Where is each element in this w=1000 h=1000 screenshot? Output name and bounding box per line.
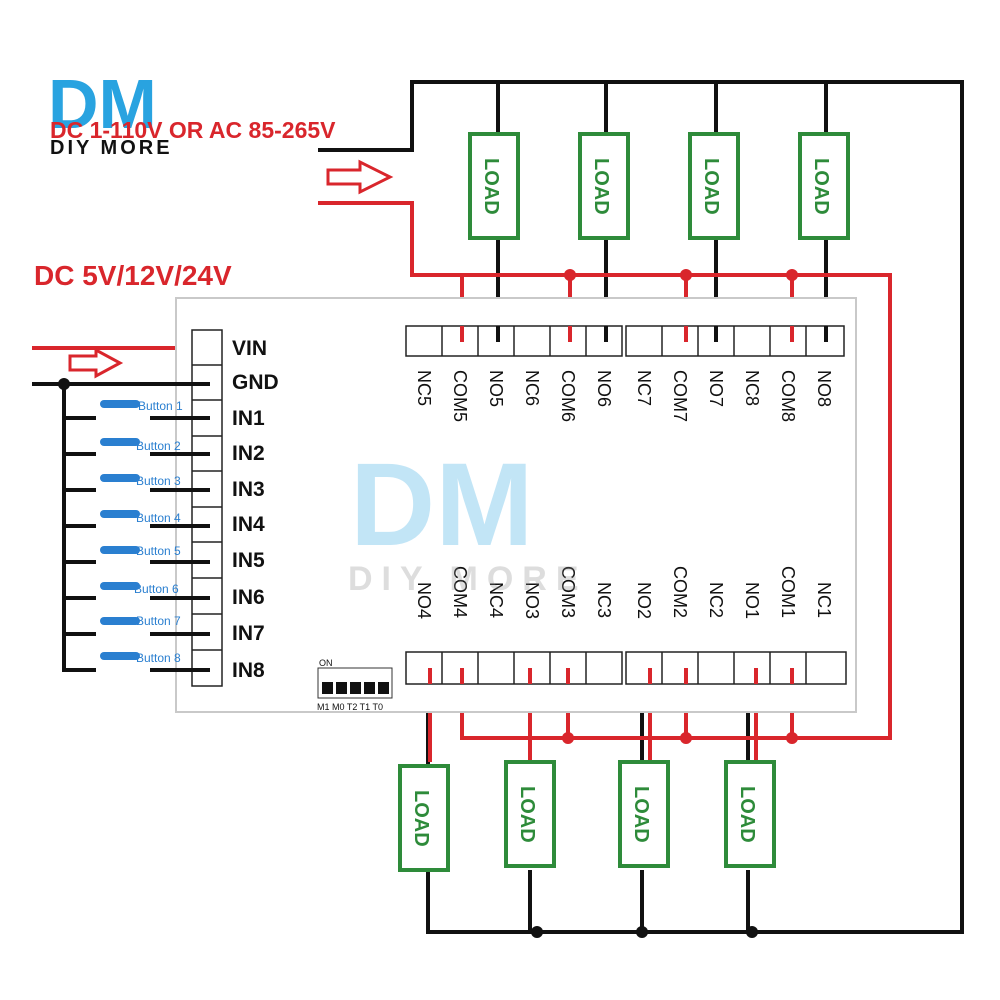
terminal-label-nc2: NC2 [706,582,726,618]
button-label-5: Button 5 [136,544,181,558]
logo-subtitle: DIY MORE [50,137,173,159]
terminal-label-no5: NO5 [486,370,506,407]
load-supply-label: DC 1-110V OR AC 85-265V [50,117,336,143]
pin-label-in1: IN1 [232,407,265,430]
terminal-label-com6: COM6 [558,370,578,422]
load-bottom-1: LOAD [724,760,776,868]
svg-text:LOAD: LOAD [700,158,722,215]
watermark-subtitle: DIY MORE [348,560,588,598]
button-ladder [32,382,210,672]
terminal-label-nc3: NC3 [594,582,614,618]
terminal-label-no6: NO6 [594,370,614,407]
module-supply-label: DC 5V/12V/24V [34,260,232,291]
button-label-3: Button 3 [136,474,181,488]
logo-letters: DM [48,65,157,143]
input-terminal-block [191,329,223,687]
hot-junctions [562,269,798,744]
dip-switch-labels: M1 M0 T2 T1 T0 [317,702,383,712]
button-label-1: Button 1 [138,399,183,413]
terminal-label-nc8: NC8 [742,370,762,406]
button-label-2: Button 2 [136,439,181,453]
terminal-label-com4: COM4 [450,566,470,618]
terminal-label-nc5: NC5 [414,370,434,406]
bottom-wire-stubs [428,668,794,684]
terminal-label-no1: NO1 [742,582,762,619]
terminal-label-nc7: NC7 [634,370,654,406]
top-terminal-block [405,325,845,357]
terminal-label-com3: COM3 [558,566,578,618]
module-power-arrow [68,347,124,379]
load-bottom-2: LOAD [618,760,670,868]
load-top-6: LOAD [578,132,630,240]
pin-label-vin: VIN [232,337,267,360]
terminal-label-com5: COM5 [450,370,470,422]
pin-label-in6: IN6 [232,586,265,609]
svg-text:LOAD: LOAD [630,786,652,843]
dip-switch: ON M1 M0 T2 T1 T0 [317,658,393,712]
pin-label-in2: IN2 [232,442,265,465]
terminal-label-nc4: NC4 [486,582,506,618]
return-junctions [531,926,758,938]
pin-label-in5: IN5 [232,549,265,572]
terminal-label-no7: NO7 [706,370,726,407]
relay-board [175,297,857,713]
terminal-label-no4: NO4 [414,582,434,619]
terminal-label-com8: COM8 [778,370,798,422]
terminal-label-com2: COM2 [670,566,690,618]
watermark-letters: DM [350,439,534,571]
pin-label-gnd: GND [232,371,279,394]
input-pin-labels: VIN GND IN1 IN2 IN3 IN4 IN5 IN6 IN7 IN8 [232,337,279,682]
terminal-label-nc6: NC6 [522,370,542,406]
svg-text:LOAD: LOAD [480,158,502,215]
load-top-7: LOAD [688,132,740,240]
button-label-6: Button 6 [134,582,179,596]
gnd-junction [58,378,70,390]
svg-text:LOAD: LOAD [410,790,432,847]
svg-text:LOAD: LOAD [810,158,832,215]
brand-logo: DM DIY MORE [48,65,173,159]
terminal-label-nc1: NC1 [814,582,834,618]
button-caps [100,400,140,660]
bottom-terminal-block [405,651,847,685]
top-terminal-labels: NC5 COM5 NO5 NC6 COM6 NO6 NC7 COM7 NO7 N… [414,370,834,422]
svg-text:LOAD: LOAD [516,786,538,843]
dip-on-label: ON [319,658,333,668]
svg-text:LOAD: LOAD [590,158,612,215]
bottom-terminal-labels: NO4 COM4 NC4 NO3 COM3 NC3 NO2 COM2 NC2 N… [414,566,834,619]
terminal-label-no3: NO3 [522,582,542,619]
terminal-label-com7: COM7 [670,370,690,422]
button-labels: Button 1 Button 2 Button 3 Button 4 Butt… [134,399,183,665]
terminal-label-no8: NO8 [814,370,834,407]
terminal-label-com1: COM1 [778,566,798,618]
button-label-4: Button 4 [136,511,181,525]
pin-label-in4: IN4 [232,513,265,536]
pin-label-in3: IN3 [232,478,265,501]
load-bottom-3: LOAD [504,760,556,868]
watermark-logo: DM DIY MORE [348,439,588,598]
top-wire-stubs [460,326,828,342]
load-bottom-4: LOAD [398,764,450,872]
svg-text:LOAD: LOAD [736,786,758,843]
load-power-arrow [326,159,394,195]
load-top-8: LOAD [798,132,850,240]
button-label-7: Button 7 [136,614,181,628]
terminal-label-no2: NO2 [634,582,654,619]
button-label-8: Button 8 [136,651,181,665]
pin-label-in8: IN8 [232,659,265,682]
load-top-5: LOAD [468,132,520,240]
pin-label-in7: IN7 [232,622,265,645]
